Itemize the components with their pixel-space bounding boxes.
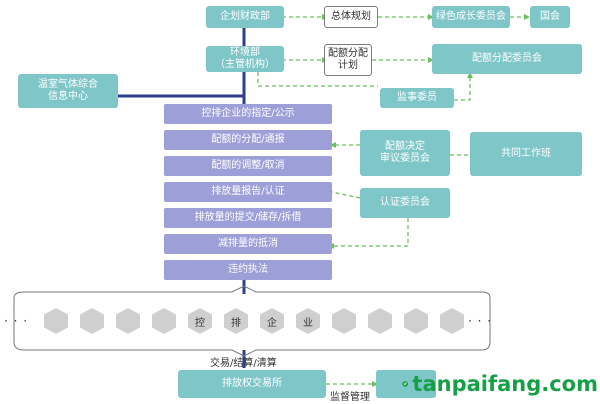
watermark-logo: tanpaifang.com [402, 366, 598, 402]
process-step: 配额的调整/取消 [164, 156, 332, 176]
national-assembly-node: 国会 [530, 6, 570, 28]
joint-team-node: 共同工作班 [470, 132, 582, 176]
process-step: 减排量的抵消 [164, 234, 332, 254]
company-hex [404, 308, 428, 334]
allocation-review-node: 配额决定 审议委员会 [360, 130, 450, 176]
right-ellipsis: · · · [468, 314, 493, 328]
process-step: 控排企业的指定/公示 [164, 104, 332, 124]
env-ministry-node: 环境部 （主管机构） [206, 46, 284, 72]
company-hex [116, 308, 140, 334]
process-step: 配额的分配/通报 [164, 130, 332, 150]
company-hex [80, 308, 104, 334]
company-hex: 业 [296, 308, 320, 334]
company-hex: 企 [260, 308, 284, 334]
company-hex: 控 [188, 308, 212, 334]
company-hex [368, 308, 392, 334]
leaf-logo-icon [402, 381, 408, 387]
ghg-connector [114, 90, 244, 98]
company-hex: 排 [224, 308, 248, 334]
allocation-committee-node: 配额分配委员会 [432, 44, 582, 74]
company-hex [440, 308, 464, 334]
process-step: 违约执法 [164, 260, 332, 280]
process-step: 排放量报告/认证 [164, 182, 332, 202]
company-bracket [13, 285, 491, 357]
certification-committee-node: 认证委员会 [360, 188, 450, 218]
company-hex [332, 308, 356, 334]
allocation-plan-node: 配额分配 计划 [324, 44, 372, 76]
company-hex [44, 308, 68, 334]
process-step: 排放量的提交/储存/拆借 [164, 208, 332, 228]
company-hex [152, 308, 176, 334]
left-ellipsis: · · · [4, 314, 29, 328]
finance-ministry-node: 企划财政部 [206, 6, 284, 28]
ghg-center-node: 温室气体综合 信息中心 [18, 74, 118, 108]
overall-plan-node: 总体规划 [324, 6, 378, 28]
watermark-text: tanpaifang.com [412, 372, 598, 396]
supervision-label: 监督管理 [330, 392, 370, 403]
trade-settle-label: 交易/结算/清算 [210, 358, 277, 369]
audit-committee-node: 监事委员 [380, 88, 454, 108]
exchange-node: 排放权交易所 [178, 370, 326, 398]
green-growth-node: 绿色成长委员会 [432, 6, 510, 28]
